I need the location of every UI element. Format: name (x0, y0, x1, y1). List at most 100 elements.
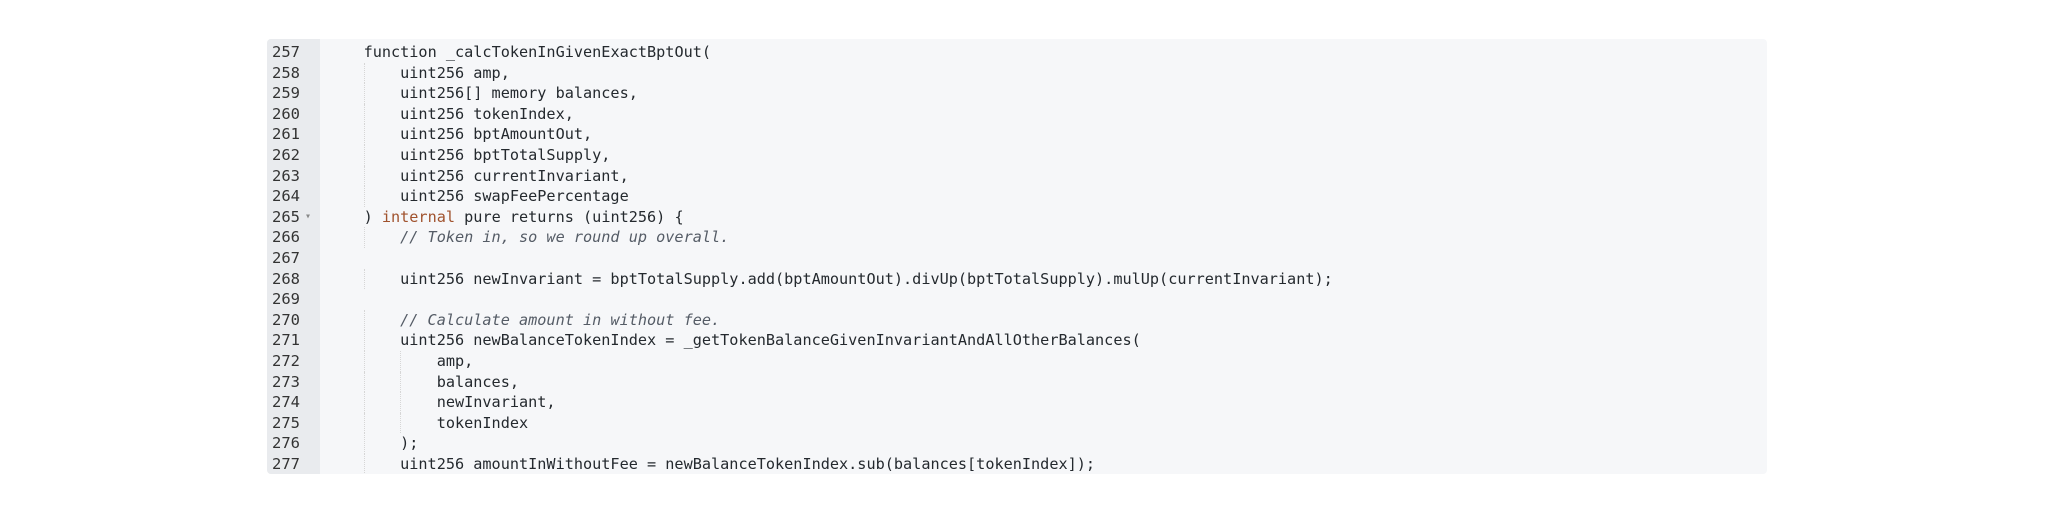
indent-guide (363, 309, 401, 331)
indent-guide (327, 124, 364, 145)
indent-guide (363, 62, 401, 84)
code-line[interactable]: 259 uint256[] memory balances, (267, 83, 1767, 104)
code-token: tokenIndex (436, 413, 529, 432)
code-line[interactable]: 258 uint256 amp, (267, 62, 1767, 84)
code-text: // Calculate amount in without fee. (327, 309, 721, 331)
code-line[interactable]: 275 tokenIndex (267, 412, 1767, 434)
code-text: ); (327, 433, 418, 454)
indent-guide (363, 392, 401, 413)
indent-guide (327, 413, 364, 434)
indent-guide (327, 372, 364, 393)
code-text: uint256 tokenIndex, (327, 103, 574, 125)
line-number: 273 (272, 372, 300, 391)
indent-guide (327, 63, 364, 84)
code-token: uint256 amountInWithoutFee = newBalanceT… (400, 455, 1096, 473)
code-text: uint256[] memory balances, (327, 83, 638, 104)
indent-guide (400, 392, 437, 413)
indent-guide (327, 207, 364, 228)
code-line[interactable]: 263 uint256 currentInvariant, (267, 165, 1767, 187)
line-number: 271 (272, 331, 300, 350)
code-text: uint256 newInvariant = bptTotalSupply.ad… (327, 268, 1333, 290)
code-line[interactable]: 268 uint256 newInvariant = bptTotalSupply… (267, 268, 1767, 290)
indent-guide (327, 145, 364, 166)
code-text: uint256 bptTotalSupply, (327, 145, 610, 166)
line-number: 275 (272, 413, 300, 432)
code-text: uint256 bptAmountOut, (327, 124, 592, 145)
indent-guide (327, 454, 364, 474)
line-number: 263 (272, 166, 300, 185)
code-text: uint256 newBalanceTokenIndex = _getToken… (327, 330, 1141, 351)
indent-guide (400, 351, 437, 372)
indent-guide (363, 268, 401, 290)
code-text: balances, (327, 371, 519, 393)
code-token: uint256 bptAmountOut, (400, 125, 593, 144)
indent-guide (363, 145, 401, 166)
indent-guide (363, 371, 401, 393)
code-line[interactable]: 271 uint256 newBalanceTokenIndex = _getTo… (267, 330, 1767, 351)
code-text: uint256 swapFeePercentage (327, 186, 629, 207)
line-number-gutter (267, 39, 320, 474)
indent-guide (327, 433, 364, 454)
keyword-token: internal (381, 207, 456, 226)
code-token: uint256 amp, (400, 63, 510, 82)
indent-guide (363, 124, 401, 145)
indent-guide (400, 412, 437, 434)
line-number: 261 (272, 125, 300, 144)
code-line[interactable]: 266 // Token in, so we round up overall. (267, 227, 1767, 248)
code-text: uint256 amp, (327, 62, 510, 84)
code-line[interactable]: 273 balances, (267, 371, 1767, 393)
code-line[interactable]: 261 uint256 bptAmountOut, (267, 124, 1767, 145)
indent-guide (327, 104, 364, 125)
indent-guide (363, 330, 401, 351)
code-token: uint256 currentInvariant, (400, 166, 629, 185)
code-text: tokenIndex (327, 412, 529, 434)
code-line[interactable]: 269 (267, 289, 1767, 310)
indent-guide (363, 412, 401, 434)
code-line[interactable]: 274 newInvariant, (267, 392, 1767, 413)
line-number: 258 (272, 63, 300, 82)
code-token: uint256 swapFeePercentage (400, 187, 629, 206)
code-line[interactable]: 270 // Calculate amount in without fee. (267, 309, 1767, 331)
fold-toggle-icon[interactable]: ▾ (305, 210, 312, 222)
indent-guide (363, 454, 401, 474)
indent-guide (327, 186, 364, 207)
indent-guide (400, 371, 437, 393)
code-token: uint256 newInvariant = bptTotalSupply.ad… (400, 269, 1333, 288)
code-text: function _calcTokenInGivenExactBptOut( (327, 42, 711, 63)
indent-guide (327, 42, 364, 63)
code-text: uint256 currentInvariant, (327, 165, 629, 187)
line-number: 265 (272, 207, 300, 226)
indent-guide (363, 165, 401, 187)
line-number: 272 (272, 352, 300, 370)
comment-token: // Calculate amount in without fee. (400, 310, 721, 329)
code-token: balances, (436, 372, 519, 391)
indent-guide (327, 269, 364, 290)
code-line[interactable]: 265 ▾) internal pure returns (uint256) { (267, 207, 1767, 228)
line-number: 268 (272, 269, 300, 288)
code-token: amp, (436, 352, 474, 370)
comment-token: // Token in, so we round up overall. (400, 228, 730, 247)
line-number: 264 (272, 187, 300, 206)
code-token: ) (363, 207, 382, 226)
code-line[interactable]: 276); (267, 433, 1767, 454)
code-line[interactable]: 264 uint256 swapFeePercentage (267, 186, 1767, 207)
indent-guide (363, 103, 401, 125)
code-token: pure returns (uint256) { (455, 207, 684, 226)
code-line[interactable]: 267 (267, 248, 1767, 269)
line-number: 270 (272, 310, 300, 329)
line-number: 266 (272, 228, 300, 247)
code-text: newInvariant, (327, 392, 556, 413)
code-line[interactable]: 272 amp, (267, 351, 1767, 372)
indent-guide (363, 433, 401, 454)
code-token: newInvariant, (436, 393, 556, 412)
line-number: 274 (272, 393, 300, 412)
code-text: // Token in, so we round up overall. (327, 227, 729, 248)
code-token: function _calcTokenInGivenExactBptOut( (363, 43, 712, 61)
line-number: 267 (272, 249, 300, 267)
line-number: 259 (272, 84, 300, 103)
